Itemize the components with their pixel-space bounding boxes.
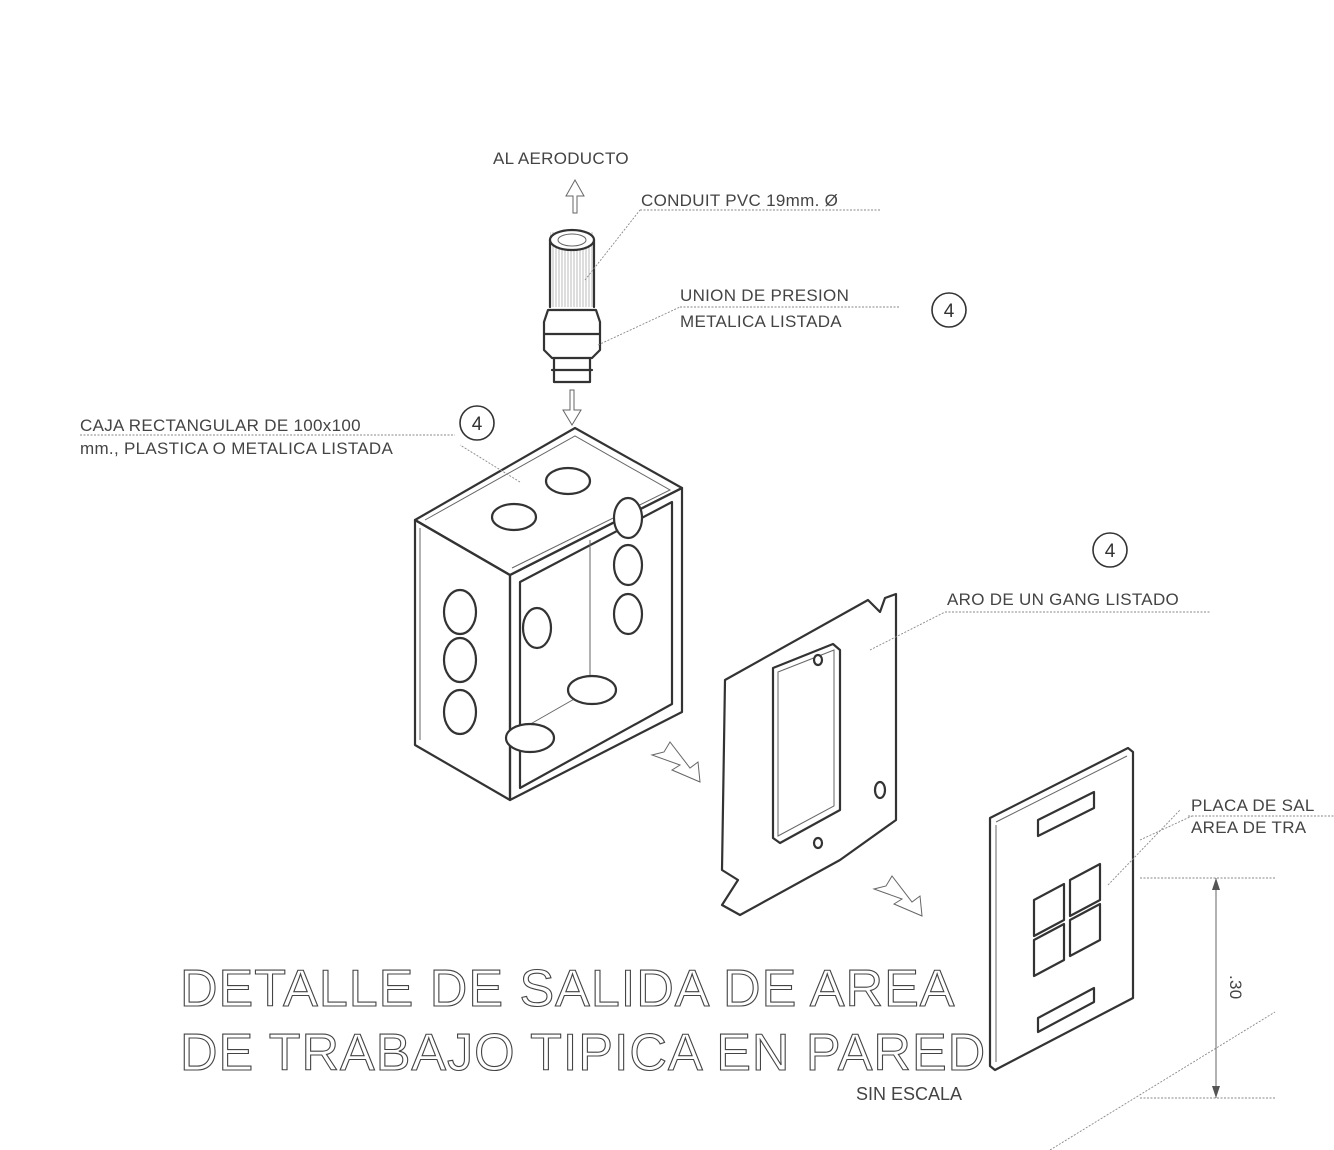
reference-tag-aro: 4 <box>1092 532 1128 568</box>
aeroducto-label: AL AERODUCTO <box>493 149 629 168</box>
caja-leader <box>459 444 521 483</box>
reference-tag-union: 4 <box>931 292 967 328</box>
conduit-leader <box>584 209 641 281</box>
assembly-arrow-icon <box>872 875 923 917</box>
placa-label-line2: AREA DE TRA <box>1191 818 1307 837</box>
svg-text:4: 4 <box>1105 541 1116 562</box>
union-label-line1: UNION DE PRESION <box>680 286 849 305</box>
assembly-arrow-icon <box>650 741 701 783</box>
caja-label-line1: CAJA RECTANGULAR DE 100x100 <box>80 416 361 435</box>
reference-tag-caja: 4 <box>459 405 495 441</box>
conduit-pipe <box>548 228 596 309</box>
scale-note: SIN ESCALA <box>856 1084 962 1104</box>
down-arrow-icon <box>562 389 582 426</box>
ring-plate <box>720 592 898 917</box>
drawing-title-line2: DE TRABAJO TIPICA EN PARED <box>180 1024 986 1082</box>
svg-text:4: 4 <box>944 301 955 322</box>
aeroducto-arrow <box>565 178 585 214</box>
height-dimension <box>1049 877 1276 1150</box>
conduit-label: CONDUIT PVC 19mm. Ø <box>641 191 838 210</box>
dimension-label: .30 <box>1226 975 1245 1000</box>
faceplate <box>988 746 1135 1072</box>
aro-label: ARO DE UN GANG LISTADO <box>947 590 1179 609</box>
aro-leader <box>869 611 946 651</box>
rectangular-box <box>413 426 684 802</box>
placa-leader <box>1107 809 1181 886</box>
placa-label-line1: PLACA DE SAL <box>1191 796 1315 815</box>
union-label-line2: METALICA LISTADA <box>680 312 842 331</box>
union-fitting <box>542 308 602 384</box>
drawing-title-line1: DETALLE DE SALIDA DE AREA <box>180 960 955 1018</box>
union-leader <box>597 306 681 346</box>
svg-text:4: 4 <box>472 414 483 435</box>
caja-label-line2: mm., PLASTICA O METALICA LISTADA <box>80 439 394 458</box>
